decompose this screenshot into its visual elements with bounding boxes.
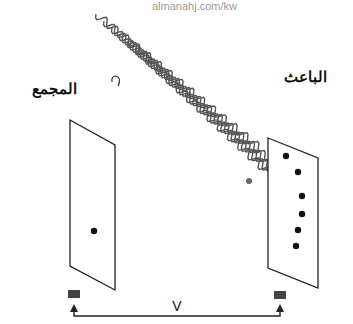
light-waves [96,14,290,188]
plate-label: المجمع [32,80,77,98]
electron-dot [283,153,289,159]
metal-plate: الباعث [262,68,344,302]
voltage-label: V [170,298,183,314]
plate-outline [68,118,118,293]
plate-label: الباعث [284,68,327,86]
electron-dot [295,227,301,233]
terminal [274,291,286,299]
stroke-mark [112,76,120,86]
electron-dot [293,243,299,249]
electron-dot [299,211,305,217]
watermark: almanahj.com/kw [150,0,239,12]
plate-outline [266,136,322,296]
metal-plate: المجمع [28,80,120,302]
light-wave [135,49,289,188]
free-electron [246,178,252,184]
electron-dot [299,193,305,199]
electron-dot [91,228,97,234]
electron-dot [295,169,301,175]
terminal [68,290,80,298]
